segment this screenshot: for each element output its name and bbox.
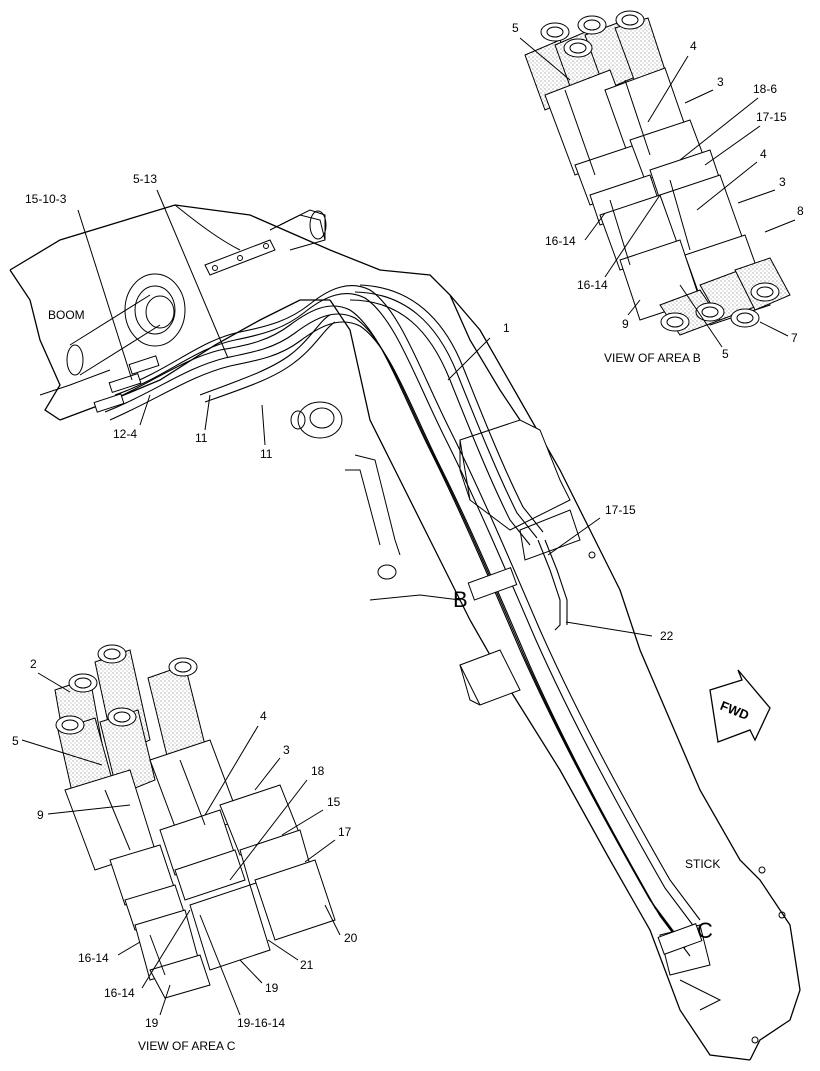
view-c-callout-4: 4: [260, 709, 267, 723]
callout-17-15: 17-15: [605, 503, 636, 517]
view-area-b: 5 4 3 18-6 17-15 4 3 8 16-14 16-14 9 7 5…: [512, 10, 804, 365]
view-b-callout-9: 9: [622, 317, 629, 331]
view-c-callout-20: 20: [344, 931, 358, 945]
fwd-arrow-icon: FWD: [709, 669, 771, 743]
view-c-callout-17: 17: [338, 825, 352, 839]
view-b-callout-8: 8: [797, 204, 804, 218]
stick-structure: STICK: [290, 294, 801, 1061]
view-c-callout-16-14-b: 16-14: [104, 986, 135, 1000]
callout-12-4: 12-4: [113, 427, 137, 441]
view-b-callout-5-bottom: 5: [722, 347, 729, 361]
view-c-callout-3: 3: [283, 743, 290, 757]
view-c-callout-16-14-a: 16-14: [78, 951, 109, 965]
view-b-caption: VIEW OF AREA B: [604, 351, 701, 365]
view-b-callout-5-top: 5: [512, 21, 519, 35]
area-c-marker: C: [697, 918, 713, 943]
view-b-callout-16-14-left: 16-14: [545, 234, 576, 248]
view-area-c: 2 5 9 4 3 18 15 17 20 21 19 16-14 16-14 …: [12, 644, 358, 1053]
view-b-hoses-bottom: [659, 257, 791, 336]
area-b-marker: B: [453, 587, 468, 612]
view-c-callout-19-right: 19: [265, 981, 279, 995]
boom-pin: [66, 273, 186, 376]
view-c-caption: VIEW OF AREA C: [138, 1039, 236, 1053]
view-c-callout-9: 9: [37, 808, 44, 822]
view-b-callout-16-14-low: 16-14: [577, 278, 608, 292]
main-callouts: 15-10-3 5-13 1 12-4 11 11 17-15 22: [25, 172, 674, 643]
callout-22: 22: [660, 629, 674, 643]
view-c-callout-2: 2: [30, 657, 37, 671]
callout-11-b: 11: [260, 447, 273, 461]
view-c-fittings: [64, 739, 336, 999]
view-c-callout-15: 15: [327, 795, 341, 809]
view-b-callout-4-top: 4: [690, 39, 697, 53]
view-c-callout-21: 21: [300, 958, 314, 972]
view-b-callout-17-15: 17-15: [756, 110, 787, 124]
view-b-callout-18-6: 18-6: [753, 82, 777, 96]
callout-5-13: 5-13: [133, 172, 157, 186]
callout-15-10-3: 15-10-3: [25, 192, 67, 206]
view-b-callout-3-top: 3: [717, 75, 724, 89]
view-c-callout-18: 18: [311, 764, 325, 778]
view-c-hoses-top: [54, 644, 206, 806]
stick-label: STICK: [685, 857, 720, 871]
view-c-callout-5: 5: [12, 734, 19, 748]
callout-1: 1: [503, 321, 510, 335]
view-c-callout-19-16-14: 19-16-14: [237, 1016, 285, 1030]
view-c-callout-19-left: 19: [145, 1016, 159, 1030]
boom-label: BOOM: [48, 308, 85, 322]
fwd-label: FWD: [718, 698, 751, 723]
view-b-fittings: [544, 67, 771, 326]
view-b-callout-3-mid: 3: [779, 175, 786, 189]
view-b-callout-7: 7: [791, 331, 798, 345]
view-b-callout-4-mid: 4: [760, 147, 767, 161]
view-b-hoses-top: [524, 10, 666, 111]
callout-11-a: 11: [195, 431, 208, 445]
hose-bundle: [93, 284, 703, 957]
